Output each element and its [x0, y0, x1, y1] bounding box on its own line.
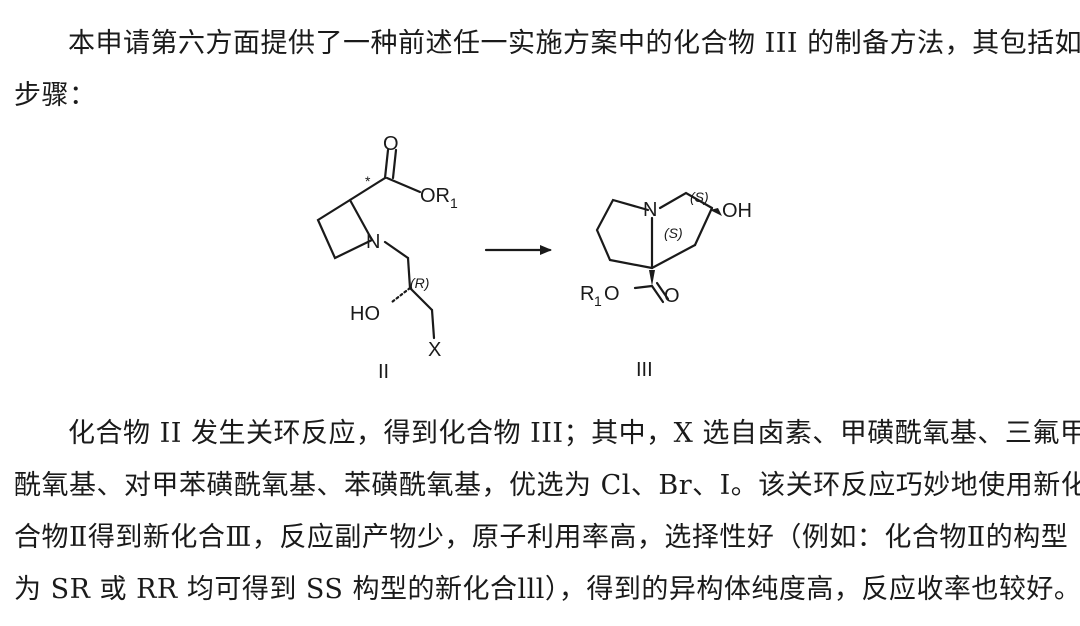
body-paragraph: 化合物 II 发生关环反应，得到化合物 III；其中，X 选自卤素、甲磺酰氧基、…	[14, 408, 1080, 616]
product-ester-r: R	[580, 283, 594, 305]
intro-paragraph: 本申请第六方面提供了一种前述任一实施方案中的化合物 III 的制备方法，其包括如…	[14, 18, 1080, 122]
product-label: III	[636, 359, 653, 381]
reactant-n: N	[366, 231, 380, 253]
reactant-ester-subscript: 1	[450, 195, 458, 211]
body-line-3: 合物Ⅱ得到新化合Ⅲ，反应副产物少，原子利用率高，选择性好（例如：化合物Ⅱ的构型	[14, 522, 1069, 553]
reactant-stereo-label: (R)	[410, 275, 429, 291]
product-structure: N (S) (S) OH R 1 O O III	[580, 189, 752, 381]
reaction-arrow	[484, 245, 552, 255]
reactant-carbonyl-o: O	[383, 133, 399, 155]
reactant-stereo-star: *	[365, 173, 371, 189]
reaction-scheme: O OR 1 N * (R) HO X II N (S) (S) OH R 1 …	[316, 133, 752, 383]
product-carbonyl-o: O	[664, 285, 680, 307]
reactant-label: II	[378, 361, 389, 383]
reactant-leaving-group: X	[428, 339, 441, 361]
intro-line-1: 本申请第六方面提供了一种前述任一实施方案中的化合物 III 的制备方法，其包括如…	[68, 28, 1080, 59]
body-line-2: 酰氧基、对甲苯磺酰氧基、苯磺酰氧基，优选为 Cl、Br、I。该关环反应巧妙地使用…	[14, 470, 1080, 501]
product-n: N	[643, 199, 657, 221]
reactant-ester-or: OR	[420, 185, 450, 207]
reactant-structure: O OR 1 N * (R) HO X II	[316, 133, 458, 383]
intro-line-2: 步骤：	[14, 80, 97, 111]
product-stereo-label-1: (S)	[690, 189, 709, 205]
reactant-hydroxyl: HO	[350, 303, 380, 325]
product-stereo-label-2: (S)	[664, 225, 683, 241]
body-line-1: 化合物 II 发生关环反应，得到化合物 III；其中，X 选自卤素、甲磺酰氧基、…	[68, 418, 1080, 449]
product-ester-subscript: 1	[594, 293, 602, 309]
product-ester-o: O	[604, 283, 620, 305]
body-line-4: 为 SR 或 RR 均可得到 SS 构型的新化合lll），得到的异构体纯度高，反…	[14, 574, 1080, 605]
product-hydroxyl: OH	[722, 200, 752, 222]
